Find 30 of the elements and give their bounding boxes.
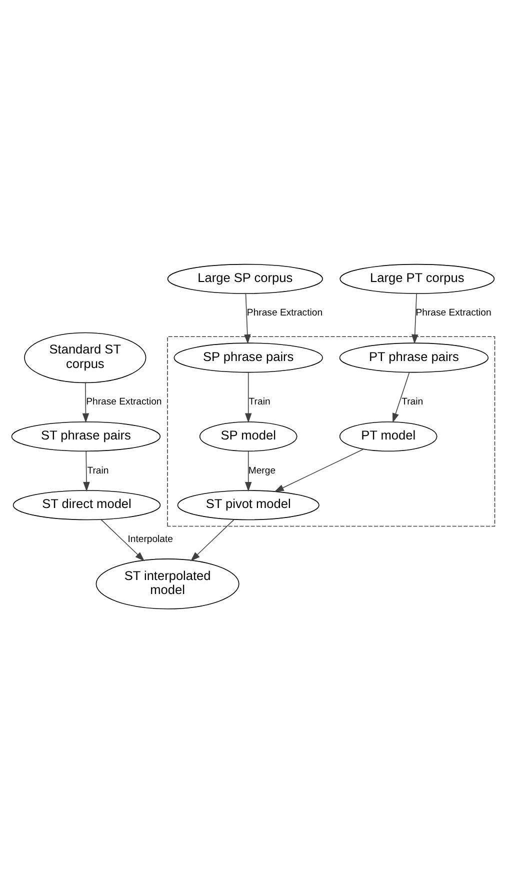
node-ellipse: SP phrase pairs xyxy=(174,342,323,373)
edge-label: Merge xyxy=(248,465,276,476)
node-ellipse: Standard ST corpus xyxy=(24,332,146,384)
arrow xyxy=(82,382,90,423)
arrow xyxy=(412,293,418,344)
arrow xyxy=(392,372,410,423)
node-ellipse: SP model xyxy=(199,421,298,452)
edge-label: Train xyxy=(248,396,270,408)
arrow xyxy=(244,451,252,492)
cluster xyxy=(167,336,496,527)
node-ellipse: PT phrase pairs xyxy=(339,342,489,373)
edge-label: Phrase Extraction xyxy=(86,396,162,408)
node-ellipse: Large SP corpus xyxy=(167,264,323,294)
arrow xyxy=(190,519,234,562)
arrow xyxy=(244,372,252,423)
node-ellipse: ST pivot model xyxy=(177,490,320,520)
edge-label: Train xyxy=(87,465,109,476)
arrow xyxy=(100,519,145,562)
arrow xyxy=(83,451,90,492)
node-ellipse: Large PT corpus xyxy=(340,264,495,294)
edge-label: Phrase Extraction xyxy=(246,308,323,319)
node-ellipse: ST interpolated model xyxy=(96,558,240,610)
edge-label: Phrase Extraction xyxy=(416,308,492,319)
arrow xyxy=(274,448,364,492)
arrow xyxy=(244,293,251,344)
node-ellipse: PT model xyxy=(339,421,438,452)
node-ellipse: ST direct model xyxy=(12,490,161,520)
node-ellipse: ST phrase pairs xyxy=(11,421,161,452)
edge-label: Interpolate xyxy=(128,534,173,545)
edge-label: Train xyxy=(402,396,424,408)
